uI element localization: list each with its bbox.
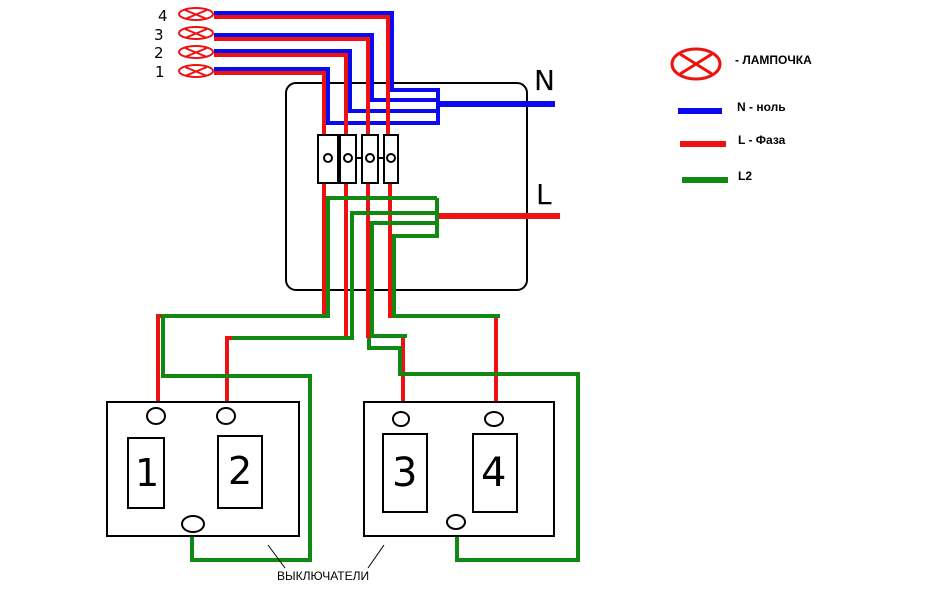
legend-phase-text: L - Фаза	[738, 133, 786, 147]
legend-neutral-text: N - ноль	[737, 100, 786, 114]
lamp-1: 1	[155, 63, 214, 81]
switches-caption: ВЫКЛЮЧАТЕЛИ	[277, 569, 369, 583]
lamp-3-label: 3	[154, 26, 164, 44]
switch-2-key-4	[472, 433, 518, 513]
switch-1-key-1-label: 1	[135, 451, 159, 495]
legend-lamp-text: - ЛАМПОЧКА	[735, 53, 812, 67]
l-label: L	[536, 178, 552, 211]
switch-1: 1 2	[106, 401, 300, 537]
switch-2-key-4-label: 4	[481, 450, 506, 496]
terminal-block	[317, 134, 399, 184]
legend: - ЛАМПОЧКА N - ноль L - Фаза L2	[670, 47, 812, 183]
lamp-2: 2	[154, 44, 214, 62]
switch-1-key-2-label: 2	[228, 449, 252, 493]
lamp-group: 4 3 2 1	[154, 7, 214, 81]
lamp-1-label: 1	[155, 63, 165, 81]
switch-1-key-2	[217, 435, 263, 509]
legend-lamp-icon	[670, 47, 722, 81]
lamp-4: 4	[158, 7, 214, 25]
junction-box	[285, 82, 528, 291]
lamp-4-label: 4	[158, 7, 168, 25]
legend-l2-text: L2	[738, 169, 752, 183]
lamp-2-label: 2	[154, 44, 164, 62]
l2-wires	[161, 196, 580, 562]
switch-2: 3 4	[363, 401, 555, 537]
neutral-wires	[214, 11, 555, 125]
switch-2-key-3	[382, 433, 428, 513]
phase-wires-top	[214, 15, 390, 140]
switches-caption-group: ВЫКЛЮЧАТЕЛИ	[267, 544, 385, 583]
switch-2-key-3-label: 3	[392, 450, 417, 496]
switch-1-key-1	[127, 437, 165, 509]
lamp-3: 3	[154, 26, 214, 44]
n-label: N	[534, 64, 555, 97]
